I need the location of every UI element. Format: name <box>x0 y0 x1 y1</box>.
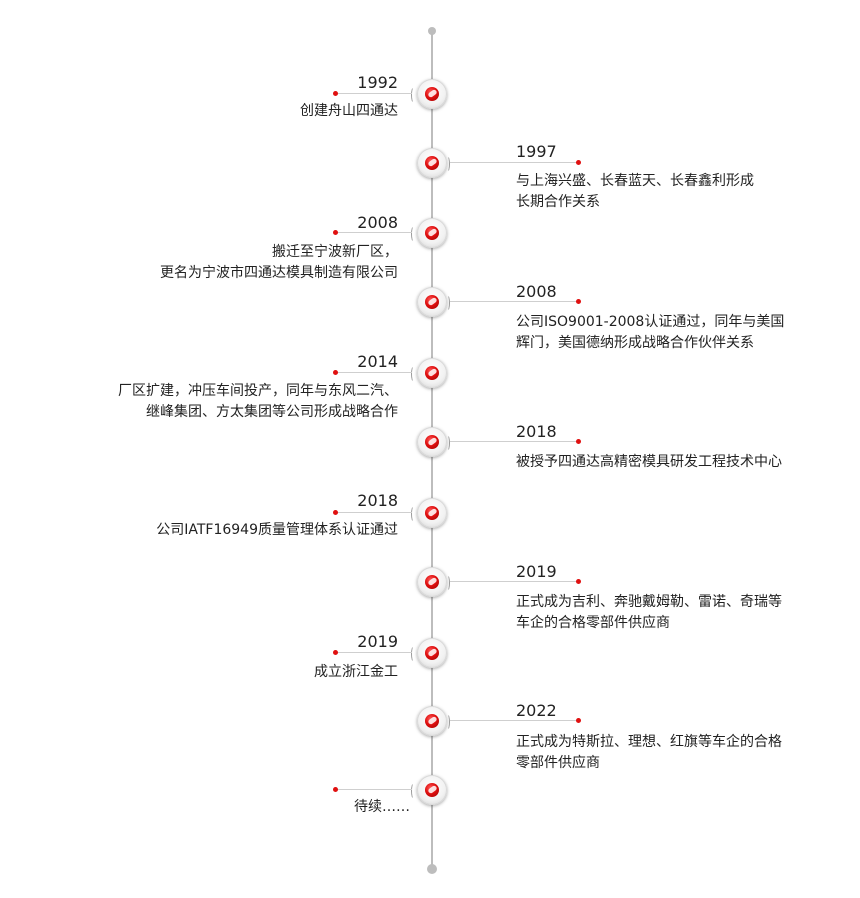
connector-line <box>450 720 578 721</box>
connector-dot <box>333 510 338 515</box>
entry-description: 创建舟山四通达 <box>300 101 398 122</box>
timeline-node-icon <box>417 148 447 178</box>
entry-description: 被授予四通达高精密模具研发工程技术中心 <box>516 452 782 473</box>
connector-dot <box>333 230 338 235</box>
axis-bottom-cap <box>427 864 437 874</box>
node-bracket <box>411 506 416 522</box>
node-bracket <box>445 295 450 311</box>
timeline-node-icon <box>417 287 447 317</box>
timeline-node-icon <box>417 498 447 528</box>
connector-dot <box>576 718 581 723</box>
node-bracket <box>411 783 416 799</box>
description-line: 搬迁至宁波新厂区， <box>272 244 398 260</box>
connector-dot <box>576 299 581 304</box>
description-line: 创建舟山四通达 <box>300 103 398 119</box>
timeline-node-icon <box>417 427 447 457</box>
timeline-node-icon <box>417 79 447 109</box>
entry-year: 1997 <box>516 142 557 161</box>
connector-line <box>336 372 412 373</box>
node-bracket <box>445 435 450 451</box>
connector-dot <box>333 91 338 96</box>
connector-dot <box>576 160 581 165</box>
node-bracket <box>445 714 450 730</box>
connector-dot <box>576 579 581 584</box>
entry-year: 1992 <box>357 73 398 92</box>
entry-description: 与上海兴盛、长春蓝天、长春鑫利形成 长期合作关系 <box>516 171 754 213</box>
description-line: 正式成为吉利、奔驰戴姆勒、雷诺、奇瑞等 <box>516 594 782 610</box>
description-line: 成立浙江金工 <box>314 664 398 680</box>
connector-dot <box>333 650 338 655</box>
description-line: 与上海兴盛、长春蓝天、长春鑫利形成 <box>516 173 754 189</box>
entry-year: 2018 <box>357 491 398 510</box>
entry-year: 2014 <box>357 352 398 371</box>
node-bracket <box>411 226 416 242</box>
connector-line <box>450 162 578 163</box>
node-bracket <box>411 87 416 103</box>
description-line: 辉门，美国德纳形成战略合作伙伴关系 <box>516 335 754 351</box>
description-line: 继峰集团、方太集团等公司形成战略合作 <box>146 404 398 420</box>
entry-description: 厂区扩建，冲压车间投产，同年与东风二汽、 继峰集团、方太集团等公司形成战略合作 <box>118 381 398 423</box>
description-line: 被授予四通达高精密模具研发工程技术中心 <box>516 454 782 470</box>
connector-dot <box>576 439 581 444</box>
description-line: 零部件供应商 <box>516 755 600 771</box>
description-line: 公司ISO9001-2008认证通过，同年与美国 <box>516 314 785 330</box>
connector-line <box>336 652 412 653</box>
connector-line <box>336 93 412 94</box>
connector-line <box>336 512 412 513</box>
description-line: 车企的合格零部件供应商 <box>516 615 670 631</box>
timeline-node-icon <box>417 567 447 597</box>
entry-year: 2018 <box>516 422 557 441</box>
entry-description: 正式成为特斯拉、理想、红旗等车企的合格 零部件供应商 <box>516 732 782 774</box>
entry-description: 搬迁至宁波新厂区， 更名为宁波市四通达模具制造有限公司 <box>160 242 398 284</box>
timeline-node-icon <box>417 358 447 388</box>
description-line: 正式成为特斯拉、理想、红旗等车企的合格 <box>516 734 782 750</box>
connector-line <box>336 232 412 233</box>
entry-description: 公司ISO9001-2008认证通过，同年与美国 辉门，美国德纳形成战略合作伙伴… <box>516 312 784 354</box>
connector-dot <box>333 787 338 792</box>
connector-line <box>450 581 578 582</box>
entry-description: 公司IATF16949质量管理体系认证通过 <box>156 520 398 541</box>
axis-top-cap <box>428 27 436 35</box>
connector-line <box>450 301 578 302</box>
connector-line <box>450 441 578 442</box>
description-line: 更名为宁波市四通达模具制造有限公司 <box>160 265 398 281</box>
entry-year: 2022 <box>516 701 557 720</box>
node-bracket <box>445 575 450 591</box>
timeline-node-icon <box>417 775 447 805</box>
connector-line <box>336 789 412 790</box>
timeline-node-icon <box>417 706 447 736</box>
entry-year: 2008 <box>357 213 398 232</box>
timeline-node-icon <box>417 218 447 248</box>
entry-description: 正式成为吉利、奔驰戴姆勒、雷诺、奇瑞等 车企的合格零部件供应商 <box>516 592 782 634</box>
connector-dot <box>333 370 338 375</box>
node-bracket <box>411 646 416 662</box>
entry-description: 成立浙江金工 <box>314 662 398 683</box>
entry-year: 2008 <box>516 282 557 301</box>
entry-year: 2019 <box>516 562 557 581</box>
entry-description: 待续…… <box>354 797 410 818</box>
node-bracket <box>411 366 416 382</box>
description-line: 长期合作关系 <box>516 194 600 210</box>
node-bracket <box>445 156 450 172</box>
entry-year: 2019 <box>357 632 398 651</box>
description-line: 厂区扩建，冲压车间投产，同年与东风二汽、 <box>118 383 398 399</box>
description-line: 公司IATF16949质量管理体系认证通过 <box>156 522 398 538</box>
description-line: 待续…… <box>354 799 410 815</box>
timeline-node-icon <box>417 638 447 668</box>
